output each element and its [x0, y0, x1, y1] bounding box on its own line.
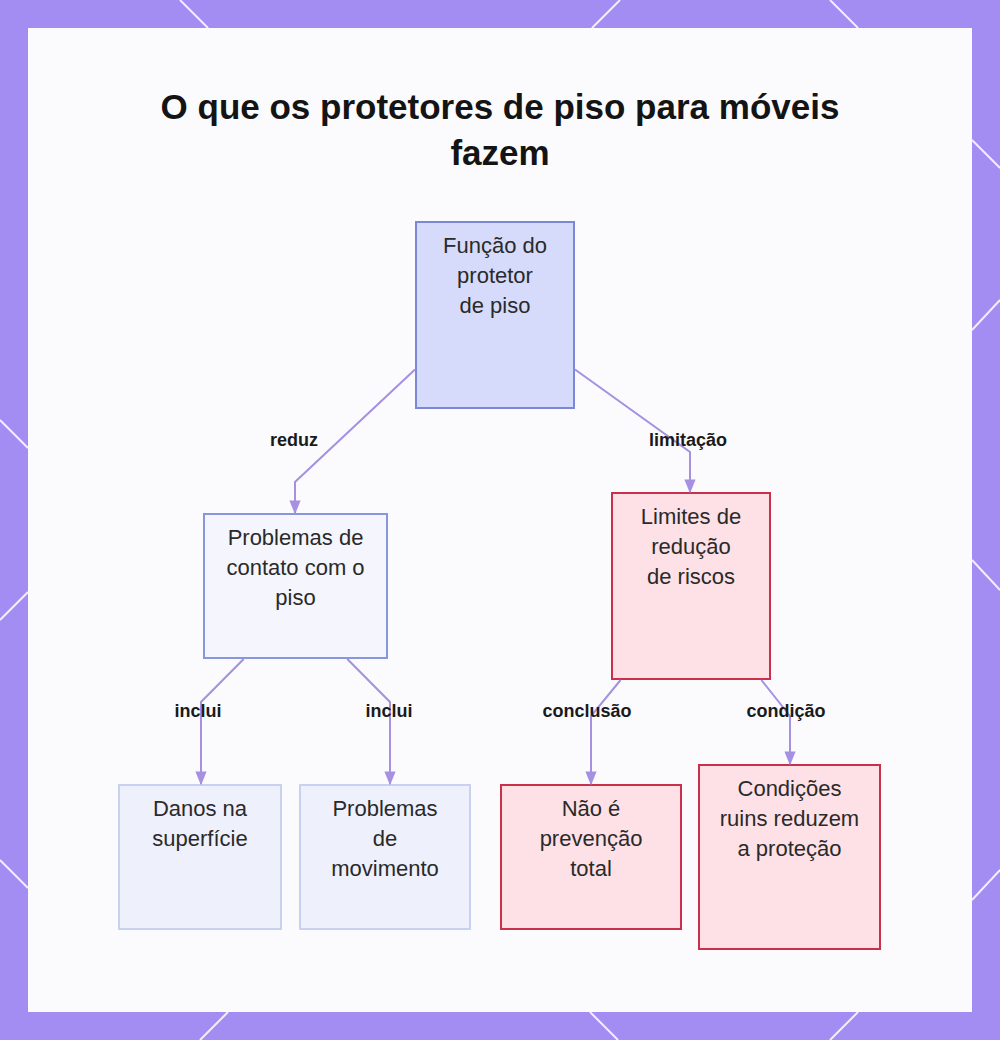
box-text: Condições ruins reduzem a proteção: [720, 774, 860, 864]
concept-box: Não é prevenção total: [500, 784, 682, 930]
box-text: Função do protetor de piso: [443, 231, 547, 321]
edge-label: inclui: [365, 701, 412, 722]
edge-label: reduz: [270, 430, 318, 451]
concept-box: Condições ruins reduzem a proteção: [698, 764, 881, 950]
box-text: Problemas de movimento: [325, 794, 445, 884]
box-text: Problemas de contato com o piso: [226, 523, 366, 613]
concept-box: Limites de redução de riscos: [611, 492, 771, 680]
concept-box: Problemas de contato com o piso: [203, 513, 388, 659]
edge-label: conclusão: [542, 701, 631, 722]
box-text: Danos na superfície: [130, 794, 270, 854]
box-text: Limites de redução de riscos: [636, 502, 746, 592]
concept-box: Função do protetor de piso: [415, 221, 575, 409]
edge-label: limitação: [649, 430, 727, 451]
edge-label: inclui: [174, 701, 221, 722]
concept-box: Danos na superfície: [118, 784, 282, 930]
diagram-title: O que os protetores de piso para móveis …: [150, 84, 850, 176]
connector-arrow: [761, 680, 790, 764]
edge-label: condição: [746, 701, 825, 722]
connector-arrow: [347, 659, 390, 784]
connector-arrow: [201, 659, 244, 784]
concept-box: Problemas de movimento: [299, 784, 471, 930]
connector-arrow: [591, 680, 621, 784]
box-text: Não é prevenção total: [526, 794, 656, 884]
